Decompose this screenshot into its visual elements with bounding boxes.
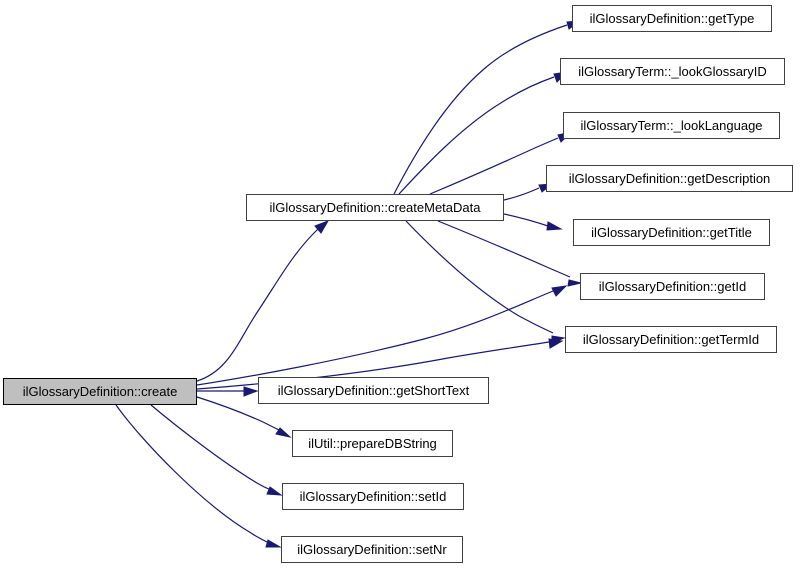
edge-line bbox=[429, 137, 559, 195]
graph-edge-createMetaData-to-getTitle bbox=[503, 213, 563, 231]
graph-node-setNr[interactable]: ilGlossaryDefinition::setNr bbox=[281, 536, 463, 563]
graph-node-label: ilGlossaryDefinition::getDescription bbox=[568, 171, 771, 186]
arrowhead-icon bbox=[266, 486, 283, 496]
arrowhead-icon bbox=[551, 335, 566, 344]
edge-line bbox=[115, 404, 270, 544]
graph-edge-createMetaData-to-lookGlossaryID bbox=[398, 71, 569, 195]
edge-line bbox=[196, 228, 319, 382]
graph-node-getType[interactable]: ilGlossaryDefinition::getType bbox=[572, 5, 772, 32]
graph-node-label: ilGlossaryDefinition::getTitle bbox=[591, 225, 752, 240]
graph-node-label: ilGlossaryDefinition::create bbox=[22, 384, 178, 399]
arrowhead-icon bbox=[265, 539, 282, 548]
graph-node-setId[interactable]: ilGlossaryDefinition::setId bbox=[282, 483, 464, 510]
edge-line bbox=[398, 76, 555, 195]
graph-node-label: ilGlossaryTerm::_lookGlossaryID bbox=[578, 64, 767, 79]
graph-node-label: ilGlossaryTerm::_lookLanguage bbox=[580, 118, 763, 133]
graph-edge-createMetaData-to-getTermId bbox=[405, 220, 566, 344]
graph-node-label: ilGlossaryDefinition::setId bbox=[299, 489, 447, 504]
graph-node-prepareDBString[interactable]: ilUtil::prepareDBString bbox=[292, 430, 453, 457]
graph-node-lookGlossaryID[interactable]: ilGlossaryTerm::_lookGlossaryID bbox=[560, 58, 785, 85]
edge-line bbox=[405, 220, 554, 334]
graph-node-label: ilGlossaryDefinition::createMetaData bbox=[269, 200, 481, 215]
arrowhead-icon bbox=[243, 386, 259, 397]
graph-edge-create-to-getId bbox=[196, 285, 568, 386]
graph-edge-createMetaData-to-getDescription bbox=[503, 183, 554, 201]
graph-node-label: ilGlossaryDefinition::setNr bbox=[297, 542, 447, 557]
graph-node-createMetaData[interactable]: ilGlossaryDefinition::createMetaData bbox=[246, 194, 504, 221]
graph-node-label: ilGlossaryDefinition::getType bbox=[589, 11, 755, 26]
arrowhead-icon bbox=[314, 220, 330, 234]
graph-node-label: ilGlossaryDefinition::getId bbox=[598, 279, 747, 294]
graph-node-label: ilGlossaryDefinition::getShortText bbox=[277, 383, 470, 398]
edge-line bbox=[196, 341, 550, 390]
arrowhead-icon bbox=[551, 285, 568, 297]
graph-node-getTermId[interactable]: ilGlossaryDefinition::getTermId bbox=[565, 326, 777, 353]
graph-edge-create-to-createMetaData bbox=[196, 220, 330, 382]
edge-line bbox=[150, 404, 272, 491]
graph-edge-create-to-prepareDBString bbox=[196, 396, 292, 438]
edge-line bbox=[393, 24, 568, 195]
graph-edge-create-to-getShortText bbox=[197, 386, 259, 397]
arrowhead-icon bbox=[275, 427, 292, 438]
graph-node-label: ilUtil::prepareDBString bbox=[308, 436, 437, 451]
edge-line bbox=[503, 213, 549, 227]
graph-node-getTitle[interactable]: ilGlossaryDefinition::getTitle bbox=[573, 219, 770, 246]
graph-edge-create-to-setId bbox=[150, 404, 283, 496]
graph-node-lookLanguage[interactable]: ilGlossaryTerm::_lookLanguage bbox=[563, 112, 780, 139]
graph-node-create[interactable]: ilGlossaryDefinition::create bbox=[3, 378, 197, 405]
arrowhead-icon bbox=[546, 221, 563, 231]
arrowhead-icon bbox=[567, 279, 582, 287]
graph-edge-create-to-setNr bbox=[115, 404, 282, 548]
graph-edge-createMetaData-to-getId bbox=[437, 220, 582, 287]
graph-node-getDescription[interactable]: ilGlossaryDefinition::getDescription bbox=[546, 165, 793, 192]
edge-line bbox=[503, 187, 540, 201]
edge-line bbox=[196, 290, 554, 386]
graph-node-getId[interactable]: ilGlossaryDefinition::getId bbox=[580, 273, 765, 300]
graph-node-getShortText[interactable]: ilGlossaryDefinition::getShortText bbox=[258, 377, 489, 404]
graph-node-label: ilGlossaryDefinition::getTermId bbox=[582, 332, 760, 347]
edge-line bbox=[437, 220, 571, 278]
edge-line bbox=[196, 396, 282, 432]
